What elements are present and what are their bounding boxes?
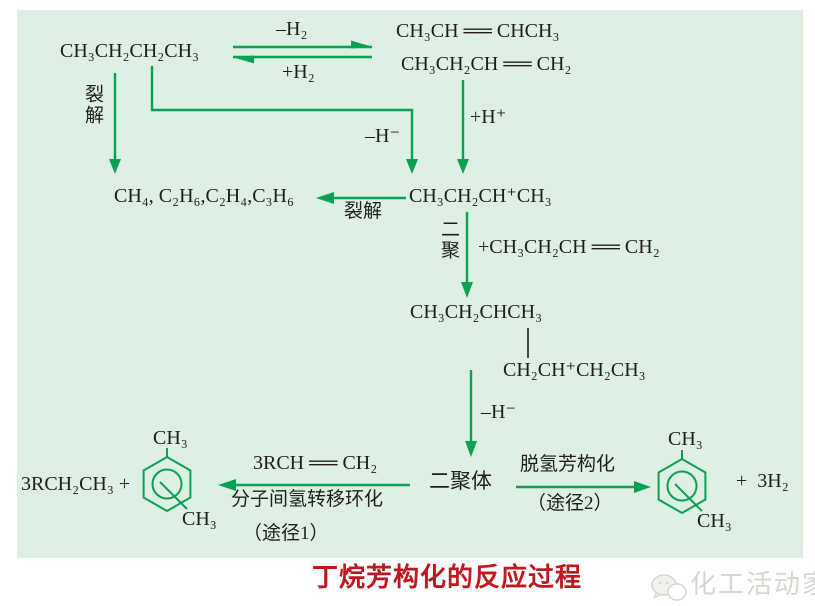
label-path1: （途径1） [243, 523, 329, 544]
formula-dimer-cation-bottom: CH₂CH⁺CH₂CH₃ [503, 359, 646, 381]
diagram-panel [17, 10, 803, 558]
formula-butene-1: CH₃CH₂CH ══ CH₂ [401, 53, 572, 75]
formula-alkene-reactant: 3RCH ══ CH₂ [253, 452, 378, 474]
figure-title: 丁烷芳构化的反应过程 [312, 562, 583, 592]
label-minus-hydride-1: –H⁻ [365, 125, 400, 147]
formula-alkane-product: 3RCH₂CH₃ + [21, 473, 131, 495]
formula-methyl-left-top: CH₃ [153, 427, 188, 449]
formula-butane: CH₃CH₂CH₂CH₃ [60, 40, 200, 62]
formula-butene-2: CH₃CH ══ CHCH₃ [396, 20, 560, 42]
formula-dimer-cation-top: CH₃CH₂CHCH₃ [410, 301, 543, 323]
label-dehydroaromatization: 脱氢芳构化 [520, 454, 616, 475]
formula-plus-3h2: + 3H₂ [736, 470, 789, 492]
formula-cracking-products: CH₄, C₂H₆,C₂H₄,C₃H₆ [114, 185, 294, 207]
label-minus-hydride-2: –H⁻ [481, 401, 516, 423]
label-hydrogen-transfer: 分子间氢转移环化 [231, 489, 384, 510]
label-minus-h2: –H₂ [276, 18, 308, 40]
label-cracking-left: 裂解 [81, 84, 103, 126]
wechat-icon [651, 574, 687, 601]
label-plus-h2: +H₂ [282, 61, 315, 83]
formula-methyl-right-top: CH₃ [668, 428, 703, 450]
formula-methyl-right-bottom: CH₃ [697, 510, 732, 532]
label-dimerization: 二聚 [437, 219, 459, 261]
formula-sec-butyl-cation: CH₃CH₂CH⁺CH₃ [409, 185, 552, 207]
label-plus-proton: +H⁺ [470, 106, 507, 128]
label-cracking-mid: 裂解 [344, 201, 383, 222]
formula-plus-butene: +CH₃CH₂CH ══ CH₂ [478, 236, 660, 258]
label-path2: （途径2） [527, 493, 613, 514]
watermark: 化工活动家 [634, 554, 815, 606]
label-dimer: 二聚体 [429, 469, 492, 493]
formula-methyl-left-bottom: CH₃ [182, 508, 217, 530]
watermark-text: 化工活动家 [690, 568, 815, 599]
